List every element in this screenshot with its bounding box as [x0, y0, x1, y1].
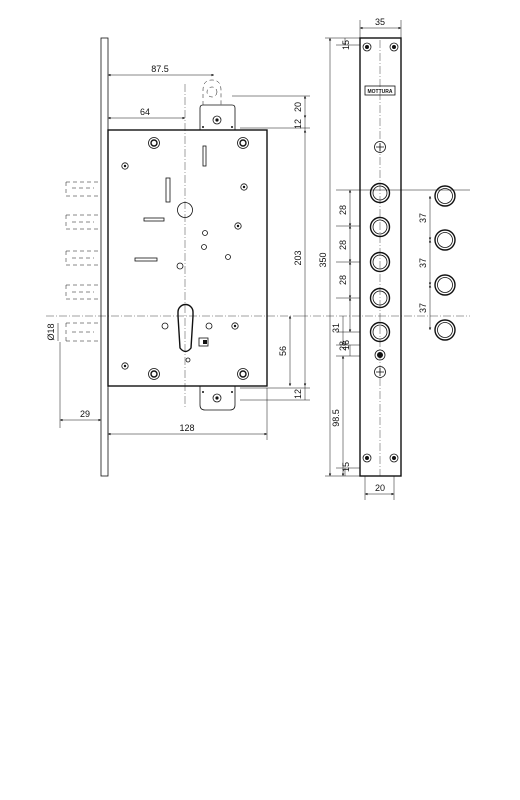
dim-phi-18: Ø18: [46, 323, 56, 340]
dim-12-bottom: 12: [293, 389, 303, 399]
dim-128: 128: [179, 423, 194, 433]
bolts: [65, 181, 101, 342]
dim-16: 16: [341, 340, 351, 350]
dim-37-c: 37: [418, 303, 428, 313]
dim-28-a: 28: [338, 205, 348, 215]
dim-28-b: 28: [338, 240, 348, 250]
dim-37-b: 37: [418, 258, 428, 268]
dim-64: 64: [140, 107, 150, 117]
dim-350: 350: [318, 252, 328, 267]
dim-37-a: 37: [418, 213, 428, 223]
dim-203: 203: [293, 250, 303, 265]
lock-case: [107, 79, 268, 411]
receiver-holes: [434, 185, 456, 341]
dim-31: 31: [331, 323, 341, 333]
dim-15-top: 15: [341, 40, 351, 50]
dim-35: 35: [375, 17, 385, 27]
dim-20-bottom: 20: [375, 483, 385, 493]
center-lines: [46, 20, 470, 500]
strike-plate: MOTTURA: [359, 37, 402, 477]
dim-56: 56: [278, 346, 288, 356]
dim-12-top: 12: [293, 119, 303, 129]
dim-15-bottom: 15: [341, 462, 351, 472]
dimension-lines: [57, 26, 432, 496]
dimension-labels: 87.5 64 20 12 203 56 12 350 128 29 Ø18 3…: [46, 17, 428, 493]
dim-98-5: 98.5: [331, 409, 341, 427]
dim-28-d: 28: [338, 341, 348, 351]
faceplate: [100, 37, 109, 477]
dim-87-5: 87.5: [151, 64, 169, 74]
dim-20-top: 20: [293, 102, 303, 112]
dim-28-c: 28: [338, 275, 348, 285]
dim-29: 29: [80, 409, 90, 419]
